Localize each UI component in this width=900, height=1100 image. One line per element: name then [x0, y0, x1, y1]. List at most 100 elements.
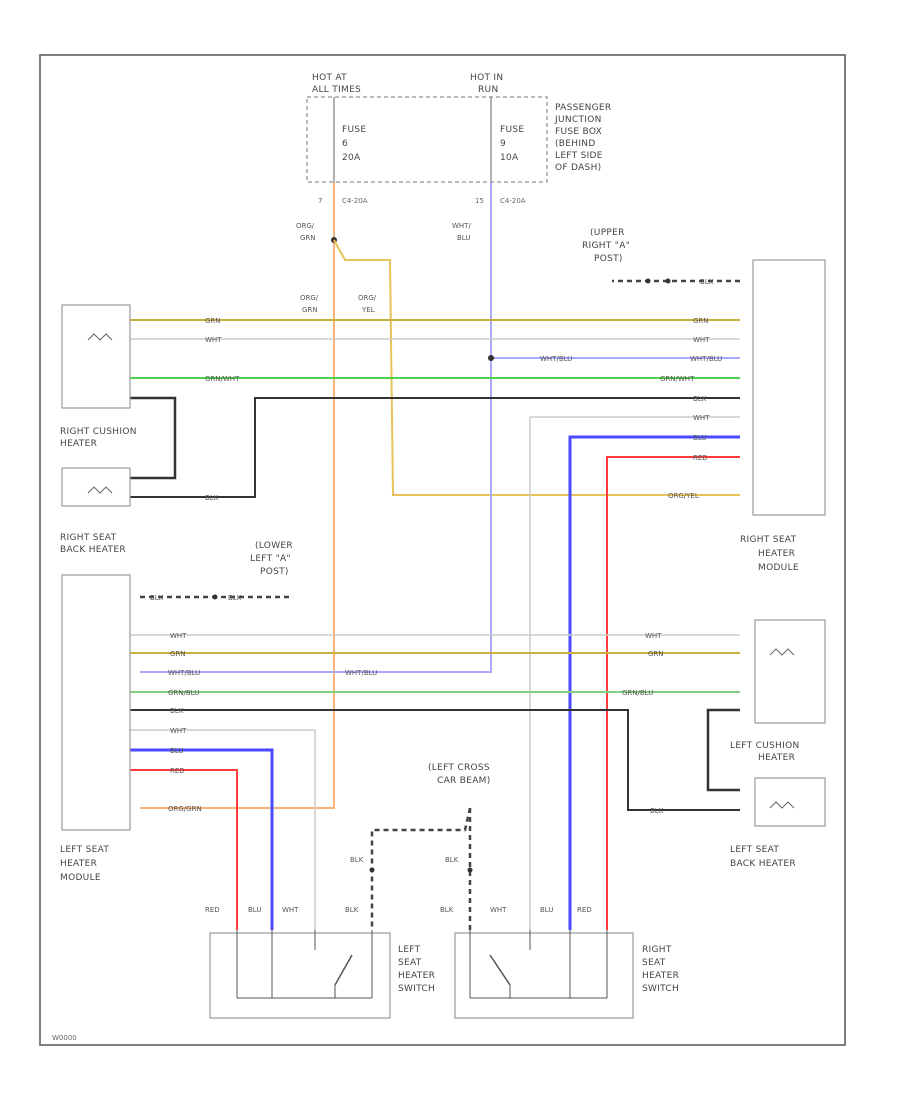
label-grn-wht-r: GRN/WHT	[660, 375, 695, 383]
ground-lower-left-2: LEFT "A"	[250, 554, 291, 564]
ground-upper-right-2: RIGHT "A"	[582, 241, 630, 251]
label-lb-blk: BLK	[650, 807, 664, 815]
label-wht: WHT	[205, 336, 222, 344]
fuse-location-1: PASSENGER	[555, 103, 611, 113]
label-grn: GRN	[205, 317, 221, 325]
left-seat-back-heater: LEFT SEAT BACK HEATER	[730, 777, 826, 869]
label-rs-blu: BLU	[540, 906, 553, 914]
ground-left-switch	[370, 807, 472, 930]
label-blk-back: BLK	[205, 494, 219, 502]
fuse-b-number: 9	[500, 139, 506, 149]
right-seat-back-heater: RIGHT SEAT BACK HEATER	[60, 467, 131, 555]
wht-blu-feed-wire	[140, 182, 492, 673]
label-org-yel-r: ORG/YEL	[668, 492, 699, 500]
label-lm-wht-blu: WHT/BLU	[168, 669, 200, 677]
label-lc-wht: WHT	[645, 632, 662, 640]
wht-blu-label-1: WHT/	[452, 222, 471, 230]
ground-blk-left: BLK	[350, 856, 364, 864]
fuse-location-6: OF DASH)	[555, 163, 601, 173]
label-lm-grn-blu2: GRN/BLU	[622, 689, 653, 697]
right-seat-heater-switch: RIGHT SEAT HEATER SWITCH	[454, 930, 679, 1019]
left-cushion-label-1: LEFT CUSHION	[730, 741, 800, 751]
label-lm-blk2: BLK	[228, 594, 242, 602]
label-rs-red: RED	[577, 906, 592, 914]
wht-blu-label-2: BLU	[457, 234, 470, 242]
right-switch-label-2: SEAT	[642, 958, 666, 968]
right-back-label-1: RIGHT SEAT	[60, 533, 117, 543]
fuse-box-outline	[306, 96, 548, 183]
blu-wire-left	[130, 748, 274, 930]
left-back-label-2: BACK HEATER	[730, 859, 796, 869]
heater-link-right	[130, 396, 177, 480]
fuse-block: HOT AT ALL TIMES HOT IN RUN FUSE 6 20A F…	[306, 73, 611, 205]
left-module-label-3: MODULE	[60, 873, 101, 883]
label-wht-r: WHT	[693, 336, 710, 344]
left-module-wires	[130, 594, 740, 930]
label-lm-wht-blu2: WHT/BLU	[345, 669, 377, 677]
ground-labels: (UPPER RIGHT "A" POST) (LOWER LEFT "A" P…	[250, 228, 630, 786]
label-wht2-r: WHT	[693, 414, 710, 422]
blk-wire-left	[130, 709, 740, 811]
fuse-b-rating: 10A	[500, 153, 519, 163]
label-rs-wht: WHT	[490, 906, 507, 914]
label-grn-r: GRN	[693, 317, 709, 325]
org-yel-top-1: ORG/	[358, 294, 377, 302]
left-back-label-1: LEFT SEAT	[730, 845, 779, 855]
right-module-label-1: RIGHT SEAT	[740, 535, 797, 545]
label-lm-grn: GRN	[170, 650, 186, 658]
right-seat-heater-module: RIGHT SEAT HEATER MODULE	[740, 259, 826, 573]
switch-wire-labels: RED BLU WHT BLK BLK WHT BLU RED	[205, 906, 592, 914]
label-sw-red: RED	[205, 906, 220, 914]
ground-lower-left-3: POST)	[260, 567, 289, 577]
label-sw-blk: BLK	[345, 906, 359, 914]
right-back-label-2: BACK HEATER	[60, 545, 126, 555]
label-sw-wht: WHT	[282, 906, 299, 914]
right-wire-labels: GRN WHT GRN/WHT BLK WHT/BLU GRN WHT WHT/…	[205, 278, 722, 502]
left-switch-label-2: SEAT	[398, 958, 422, 968]
right-switch-label-3: HEATER	[642, 971, 679, 981]
fuse-b-name: FUSE	[500, 125, 524, 135]
label-lm-blu: BLU	[170, 747, 183, 755]
ground-left-cross-2: CAR BEAM)	[437, 776, 491, 786]
right-cushion-label-1: RIGHT CUSHION	[60, 427, 137, 437]
ground-lower-left-1: (LOWER	[255, 541, 293, 551]
org-grn-label-2: GRN	[300, 234, 316, 242]
right-cushion-label-2: HEATER	[60, 439, 97, 449]
fuse-b-connector: C4-20A	[500, 197, 526, 205]
left-switch-label-4: SWITCH	[398, 984, 435, 994]
right-cushion-heater: RIGHT CUSHION HEATER	[60, 304, 137, 449]
ground-blk-right: BLK	[445, 856, 459, 864]
fuse-a-pin: 7	[318, 197, 322, 205]
label-rs-blk: BLK	[440, 906, 454, 914]
org-grn-top-1: ORG/	[300, 294, 319, 302]
footer-code: W0000	[52, 1034, 77, 1042]
fuse-location-2: JUNCTION	[554, 115, 602, 125]
label-lm-org-grn: ORG/GRN	[168, 805, 202, 813]
fuse-location-3: FUSE BOX	[555, 127, 602, 137]
diagram-frame	[39, 54, 846, 1046]
right-switch-label-1: RIGHT	[642, 945, 672, 955]
heater-link-left	[706, 708, 740, 792]
hot-in-label: HOT IN	[470, 73, 503, 83]
left-seat-heater-module: LEFT SEAT HEATER MODULE	[60, 574, 131, 883]
org-grn-top-2: GRN	[302, 306, 318, 314]
red-wire-left	[130, 769, 238, 930]
ground-left-cross-1: (LEFT CROSS	[428, 763, 490, 773]
label-lm-wht3: WHT	[170, 727, 187, 735]
fuse-a-rating: 20A	[342, 153, 361, 163]
label-sw-blu: BLU	[248, 906, 261, 914]
hot-in-label-2: RUN	[478, 85, 498, 95]
label-lm-red: RED	[170, 767, 185, 775]
label-grn-wht: GRN/WHT	[205, 375, 240, 383]
left-module-label-1: LEFT SEAT	[60, 845, 109, 855]
ground-upper-right-3: POST)	[594, 254, 623, 264]
hot-at-label: HOT AT	[312, 73, 347, 83]
org-grn-feed-wire	[140, 182, 335, 809]
fuse-location-4: (BEHIND	[555, 139, 596, 149]
left-switch-label-1: LEFT	[398, 945, 421, 955]
blu-wire-right	[568, 435, 740, 930]
hot-at-label-2: ALL TIMES	[312, 85, 361, 95]
label-blk-r: BLK	[693, 395, 707, 403]
label-blu-r: BLU	[693, 434, 706, 442]
org-yel-feed-wire	[333, 239, 740, 496]
